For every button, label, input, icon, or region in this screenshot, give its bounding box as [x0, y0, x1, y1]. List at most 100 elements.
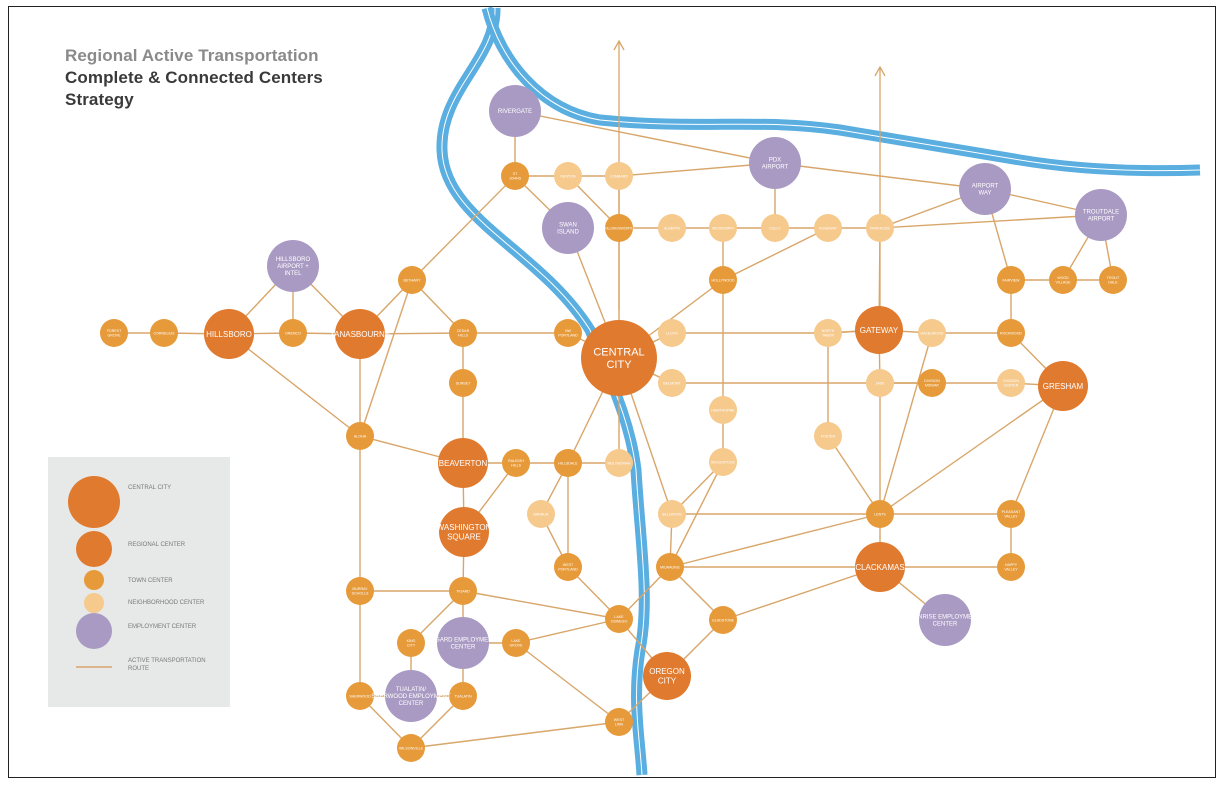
- route-segment: [879, 385, 1064, 515]
- center-marker: [709, 214, 737, 242]
- center-marker: [814, 319, 842, 347]
- center-marker: [658, 369, 686, 397]
- center-label: HILLSBORO: [206, 330, 252, 339]
- title-line-1: Regional Active Transportation: [65, 46, 319, 65]
- route-segment: [410, 721, 620, 749]
- center-marker: [1049, 266, 1077, 294]
- center-kenton: KENTON: [554, 162, 582, 190]
- center-marker: [997, 266, 1025, 294]
- center-label: PARKROSE: [870, 226, 890, 230]
- center-marker: [527, 500, 555, 528]
- center-marker: [204, 309, 254, 359]
- center-marker: [449, 682, 477, 710]
- arrow-up-icon: [874, 65, 886, 77]
- center-tanasbourne: TANASBOURNE: [330, 309, 390, 359]
- center-parkrose: PARKROSE: [866, 214, 894, 242]
- north-arrows: [613, 39, 886, 312]
- center-label: HILLSDALE: [558, 461, 578, 465]
- center-label: CULLY: [769, 226, 781, 230]
- center-marker: [855, 542, 905, 592]
- center-label: CLACKAMAS: [855, 563, 904, 572]
- legend-regional-center-swatch: [76, 531, 112, 567]
- center-marker: [997, 553, 1025, 581]
- legend-symbols: [68, 476, 120, 668]
- title-line-2: Complete & Connected Centers: [65, 68, 323, 87]
- center-hazelwood: HAZELWOOD: [918, 319, 946, 347]
- center-label: MULTNOMAH: [608, 461, 631, 465]
- center-killingsworth: KILLINGSWORTH: [604, 214, 634, 242]
- route-segment: [359, 279, 413, 437]
- center-marker: [449, 369, 477, 397]
- center-label: BETHANY: [404, 278, 422, 282]
- center-marker: [658, 500, 686, 528]
- center-belmont: BELMONT: [658, 369, 686, 397]
- center-label: LLOYD: [666, 331, 678, 335]
- center-sellwood: SELLWOOD: [658, 500, 686, 528]
- route-segment: [879, 214, 1102, 229]
- center-marker: [1075, 189, 1127, 241]
- center-tualatin: TUALATIN: [449, 682, 477, 710]
- center-marker: [1038, 361, 1088, 411]
- center-label: ROCKWOOD: [1000, 331, 1022, 335]
- columbia-river: [481, 6, 1201, 177]
- center-marker: [554, 553, 582, 581]
- center-lloyd: LLOYD: [658, 319, 686, 347]
- center-marker: [150, 319, 178, 347]
- route-segment: [228, 333, 361, 437]
- center-label: HAZELWOOD: [921, 331, 944, 335]
- center-label: SUNSET: [456, 381, 471, 385]
- center-marker: [397, 734, 425, 762]
- center-label: TUALATIN: [454, 694, 472, 698]
- route-segment: [879, 332, 933, 515]
- center-bethany: BETHANY: [398, 266, 426, 294]
- center-marker: [658, 319, 686, 347]
- legend-town-center-swatch: [84, 570, 104, 590]
- center-tigard: TIGARD: [449, 577, 477, 605]
- center-marker: [918, 369, 946, 397]
- center-label: ORENCO: [285, 331, 301, 335]
- center-marker: [866, 214, 894, 242]
- center-marker: [605, 708, 633, 736]
- center-marker: [658, 214, 686, 242]
- legend-central-city-swatch: [68, 476, 120, 528]
- center-hawthorne: HAWTHORNE: [709, 396, 737, 424]
- center-marker: [542, 202, 594, 254]
- center-milwaukie: MILWAUKIE: [656, 553, 684, 581]
- legend-label-employment-center: EMPLOYMENT CENTER: [128, 624, 197, 630]
- center-mississippi: MISSISSIPPI: [709, 214, 737, 242]
- center-hillsboro: HILLSBORO: [204, 309, 254, 359]
- center-cornelius: CORNELIUS: [150, 319, 178, 347]
- center-marker: [438, 438, 488, 488]
- center-gateway: GATEWAY: [855, 306, 903, 354]
- center-label: FOSTER: [821, 434, 836, 438]
- center-multnomah: MULTNOMAH: [605, 449, 633, 477]
- center-marker: [267, 240, 319, 292]
- center-cully: CULLY: [761, 214, 789, 242]
- center-marker: [919, 594, 971, 646]
- center-label: MILWAUKIE: [660, 565, 680, 569]
